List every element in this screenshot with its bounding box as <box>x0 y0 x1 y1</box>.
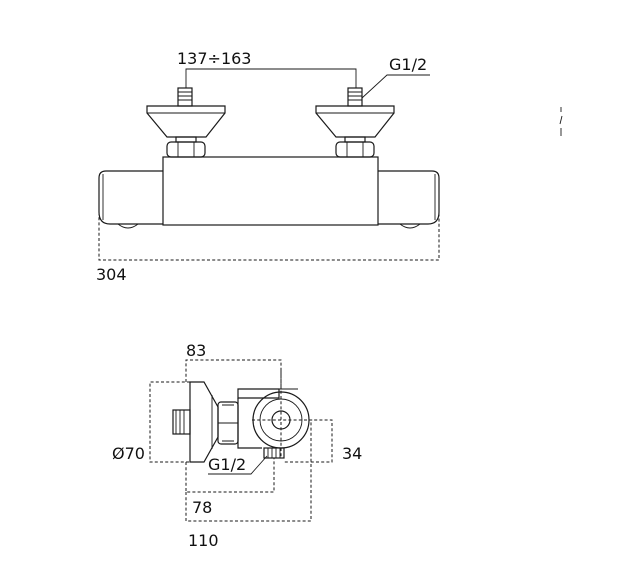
width-dimension: 304 <box>96 212 440 284</box>
spacing-label: 137÷163 <box>177 49 251 68</box>
edge-mark <box>559 107 563 136</box>
depth-label: 83 <box>186 341 206 360</box>
total-depth-dimension: 110 <box>185 420 312 550</box>
wall-flange <box>172 381 219 463</box>
diameter-label: Ø70 <box>112 444 145 463</box>
offset-dimension: 78 <box>185 458 275 517</box>
depth-dimension: 83 <box>185 341 282 389</box>
front-view: 137÷163 G1/2 304 <box>96 49 440 284</box>
height-dimension: 34 <box>284 419 362 463</box>
side-view: Ø70 83 34 G1/2 78 110 <box>112 341 362 550</box>
right-connector <box>315 87 395 158</box>
diameter-dimension: Ø70 <box>112 381 190 463</box>
thread-leader-side: G1/2 <box>208 455 268 475</box>
valve-body <box>98 156 440 229</box>
height-label: 34 <box>342 444 362 463</box>
thread-label-front: G1/2 <box>389 55 427 74</box>
width-label: 304 <box>96 265 127 284</box>
total-depth-label: 110 <box>188 531 219 550</box>
body-block <box>237 370 316 458</box>
thread-label-side: G1/2 <box>208 455 246 474</box>
spacing-dimension: 137÷163 <box>177 49 357 88</box>
thread-leader-front: G1/2 <box>361 55 430 99</box>
hex-nut <box>217 401 239 445</box>
left-connector <box>146 87 226 158</box>
offset-label: 78 <box>192 498 212 517</box>
